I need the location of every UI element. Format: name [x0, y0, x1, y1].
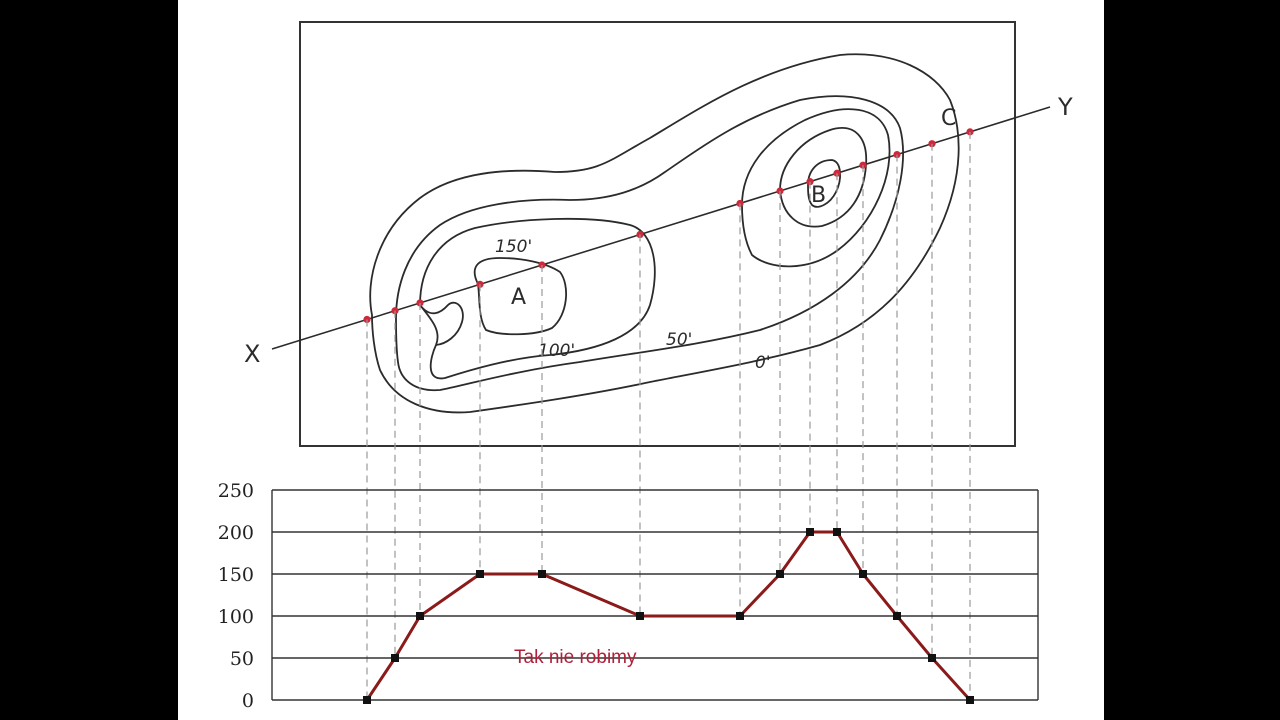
map-frame [299, 21, 1016, 447]
profile-point [776, 570, 784, 578]
label-y: Y [1057, 93, 1073, 121]
contour-50ft [395, 95, 904, 392]
label-hill-c: C [941, 106, 956, 131]
label-hill-b: B [811, 183, 826, 208]
intersection-point [776, 187, 784, 195]
profile-line [365, 530, 972, 702]
profile-point [363, 696, 371, 704]
intersection-point [736, 199, 744, 208]
intersection-point [833, 169, 841, 177]
label-contour-50: 50' [666, 330, 692, 350]
profile-chart: 250 200 150 100 50 0 Tak nie robimy [218, 480, 1039, 712]
profile-markers [363, 528, 974, 704]
y-tick-label: 150 [218, 564, 254, 586]
paper-sheet [178, 0, 1104, 720]
profile-point [538, 570, 546, 578]
label-contour-0: 0' [755, 353, 771, 373]
section-line-xy [271, 106, 1051, 350]
projection-lines [366, 131, 971, 700]
y-tick-label: 200 [218, 522, 254, 544]
intersection-point [966, 128, 974, 136]
profile-point [966, 696, 974, 704]
contour-100ft [419, 217, 656, 380]
contour-b-outer [741, 108, 891, 268]
y-tick-label: 50 [230, 648, 254, 670]
profile-point [928, 654, 936, 662]
profile-point [833, 528, 841, 536]
profile-point [859, 570, 867, 578]
contour-150ft [473, 257, 567, 336]
profile-point [893, 612, 901, 620]
contour-100ft-bend [419, 301, 464, 346]
profile-point [416, 612, 424, 620]
y-tick-label: 100 [218, 606, 254, 628]
contour-map: X Y A B C 150' 100' 50' 0' [244, 21, 1073, 447]
profile-point [806, 528, 814, 536]
profile-point [391, 654, 399, 662]
label-contour-150: 150' [495, 237, 532, 257]
profile-y-ticks: 250 200 150 100 50 0 [218, 480, 254, 712]
intersection-point [893, 150, 901, 159]
y-tick-label: 250 [218, 480, 254, 502]
intersection-point [859, 161, 867, 169]
label-contour-100: 100' [538, 341, 575, 361]
label-x: X [244, 340, 260, 368]
profile-point [476, 570, 484, 578]
profile-point [736, 612, 744, 620]
y-tick-label: 0 [242, 690, 254, 712]
profile-point [636, 612, 644, 620]
annotation-text: Tak nie robimy [514, 647, 637, 668]
label-hill-a: A [511, 285, 526, 310]
contour-0ft [369, 53, 960, 414]
